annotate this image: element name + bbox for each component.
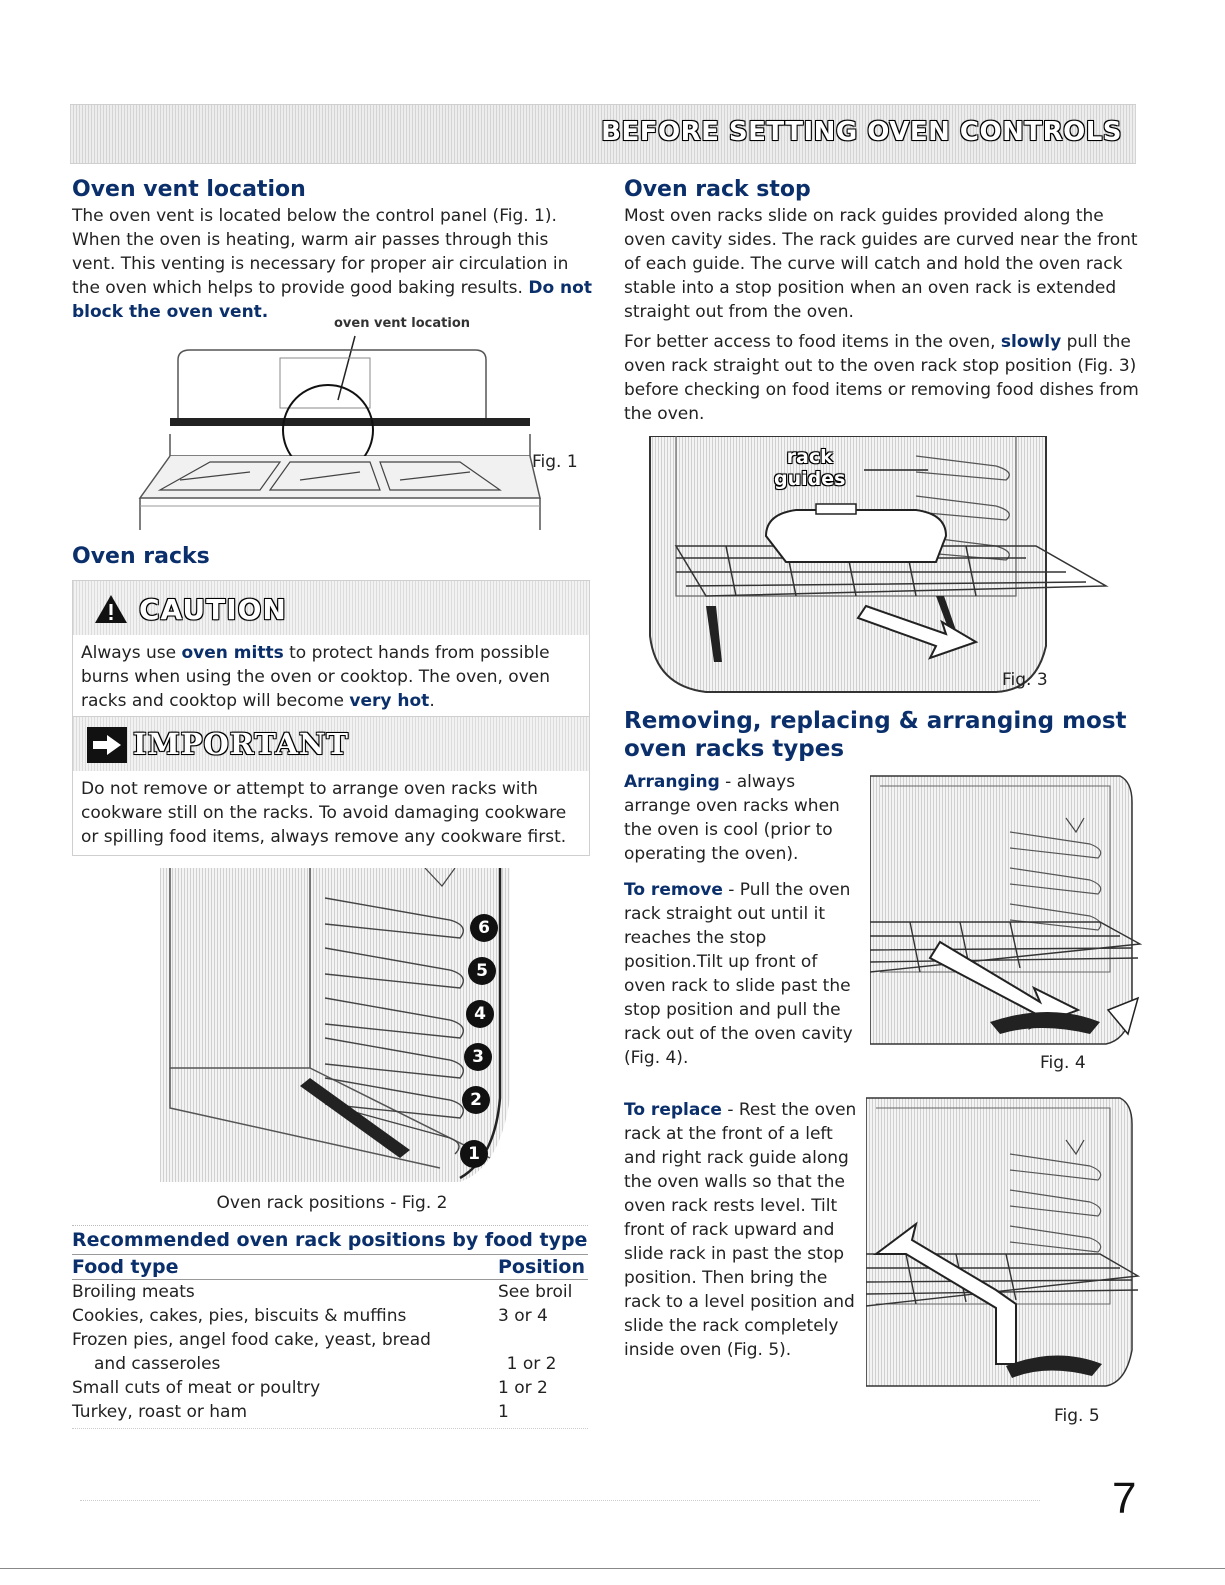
fig3-illustration: rack guides Fig. 3 [646, 435, 1116, 694]
rack-positions-drawing [160, 867, 510, 1182]
caution-text: Always use oven mitts to protect hands f… [73, 635, 589, 719]
fig2-caption: Oven rack positions - Fig. 2 [216, 1193, 448, 1213]
fig1-label: Fig. 1 [532, 452, 578, 472]
important-box: IMPORTANT Do not remove or attempt to ar… [72, 716, 590, 856]
vent-body: The oven vent is located below the contr… [72, 204, 592, 324]
page-edge [0, 1568, 1225, 1569]
table-header: Food type Position [72, 1255, 588, 1280]
footer-rule [80, 1500, 1040, 1501]
callout-line-2: guides [774, 468, 846, 490]
stop-para-1: Most oven racks slide on rack guides pro… [624, 206, 1138, 322]
rack-position-marker: 5 [468, 957, 496, 985]
replace-text: - Rest the oven rack at the front of a l… [624, 1100, 857, 1360]
position-cell [498, 1328, 582, 1352]
table-row: Broiling meats See broil [72, 1280, 588, 1304]
table-row: and casseroles 1 or 2 [72, 1352, 588, 1376]
section-banner: BEFORE SETTING OVEN CONTROLS [70, 104, 1136, 164]
stop-section: Oven rack stop Most oven racks slide on … [624, 176, 1144, 426]
remove-rack-drawing [869, 775, 1143, 1045]
stop-para-2a: For better access to food items in the o… [624, 332, 1001, 352]
replace-label: To replace [624, 1100, 722, 1120]
stop-emph: slowly [1000, 332, 1062, 352]
food-type-cell: Cookies, cakes, pies, biscuits & muffins [72, 1306, 407, 1326]
position-cell: 1 [498, 1402, 509, 1422]
col-food-type: Food type [72, 1256, 179, 1278]
food-type-cell: Small cuts of meat or poultry [72, 1378, 321, 1398]
caution-header: CAUTION [73, 581, 589, 635]
important-text: Do not remove or attempt to arrange oven… [73, 771, 589, 855]
table-bottom-rule [72, 1428, 588, 1429]
arranging-para: Arranging - always arrange oven racks wh… [624, 770, 864, 866]
caution-box: CAUTION Always use oven mitts to protect… [72, 580, 590, 720]
table-row: Turkey, roast or ham 1 [72, 1400, 588, 1424]
table-caption-text: Recommended oven rack positions by food … [72, 1229, 588, 1251]
caution-text-2: to protect hands from possible burns whe… [81, 643, 551, 711]
stop-heading: Oven rack stop [624, 177, 811, 202]
food-type-cell: and casseroles [94, 1354, 221, 1374]
fig2-illustration: 6 5 4 3 2 1 [160, 867, 520, 1184]
arranging-label: Arranging [624, 772, 720, 792]
replace-rack-drawing [865, 1097, 1141, 1387]
fig5-label: Fig. 5 [1054, 1406, 1100, 1426]
position-cell: See broil [498, 1282, 573, 1302]
remove-para: To remove - Pull the oven rack straight … [624, 878, 858, 1070]
vent-section: Oven vent location The oven vent is loca… [72, 176, 592, 324]
vent-heading: Oven vent location [72, 177, 306, 202]
fig1-illustration: oven vent location Fig. 1 [130, 316, 590, 532]
fig2-caption-wrap: Oven rack positions - Fig. 2 [72, 1193, 592, 1213]
rack-position-marker: 4 [466, 1000, 494, 1028]
rack-position-marker: 2 [462, 1086, 490, 1114]
important-title: IMPORTANT [133, 727, 349, 761]
racks-heading: Oven racks [72, 544, 210, 569]
callout-line-1: rack [786, 446, 833, 468]
fig4-illustration: Fig. 4 [869, 772, 1150, 1073]
caution-title: CAUTION [139, 593, 287, 626]
vent-callout: oven vent location [334, 316, 471, 331]
fig5-illustration: Fig. 5 [865, 1094, 1150, 1426]
food-type-cell: Broiling meats [72, 1282, 195, 1302]
range-drawing [138, 335, 541, 530]
vent-warning: Do not block the oven vent. [72, 278, 592, 322]
rack-stop-drawing [649, 435, 1109, 693]
position-cell: 1 or 2 [506, 1354, 557, 1374]
stop-para-2b: pull the oven rack straight out to the o… [624, 332, 1139, 424]
caution-text-3: . [429, 691, 435, 711]
rack-position-table: Recommended oven rack positions by food … [72, 1225, 588, 1429]
replace-para: To replace - Rest the oven rack at the f… [624, 1098, 858, 1362]
remove-label: To remove [624, 880, 723, 900]
col-position: Position [498, 1256, 585, 1278]
section-title: BEFORE SETTING OVEN CONTROLS [601, 117, 1122, 147]
food-type-cell: Turkey, roast or ham [72, 1402, 248, 1422]
table-row: Small cuts of meat or poultry 1 or 2 [72, 1376, 588, 1400]
rack-guides-callout: rack guides [774, 446, 845, 490]
arrange-heading: Removing, replacing & arranging most ove… [624, 708, 1127, 762]
rack-position-marker: 1 [460, 1140, 488, 1168]
fig3-label: Fig. 3 [1002, 670, 1048, 690]
table-row: Frozen pies, angel food cake, yeast, bre… [72, 1328, 588, 1352]
stop-para-2: For better access to food items in the o… [624, 330, 1144, 426]
table-row: Cookies, cakes, pies, biscuits & muffins… [72, 1304, 588, 1328]
position-cell: 1 or 2 [498, 1378, 548, 1398]
vent-body-text: The oven vent is located below the contr… [72, 206, 569, 298]
position-cell: 3 or 4 [498, 1306, 548, 1326]
important-header: IMPORTANT [73, 717, 589, 771]
rack-position-marker: 3 [464, 1043, 492, 1071]
food-type-cell: Frozen pies, angel food cake, yeast, bre… [72, 1330, 431, 1350]
caution-text-1: Always use [81, 643, 182, 663]
arranging-text: - always arrange oven racks when the ove… [624, 772, 840, 864]
fig4-label: Fig. 4 [1040, 1053, 1086, 1073]
warning-icon [95, 595, 127, 623]
rack-position-markers: 6 5 4 3 2 1 [460, 914, 504, 1194]
caution-emph-1: oven mitts [181, 643, 284, 663]
rack-position-marker: 6 [470, 914, 498, 942]
remove-text: - Pull the oven rack straight out until … [624, 880, 853, 1068]
page-number: 7 [1112, 1474, 1137, 1523]
caution-emph-2: very hot [349, 691, 430, 711]
arrow-icon [87, 727, 127, 763]
table-caption: Recommended oven rack positions by food … [72, 1225, 588, 1255]
